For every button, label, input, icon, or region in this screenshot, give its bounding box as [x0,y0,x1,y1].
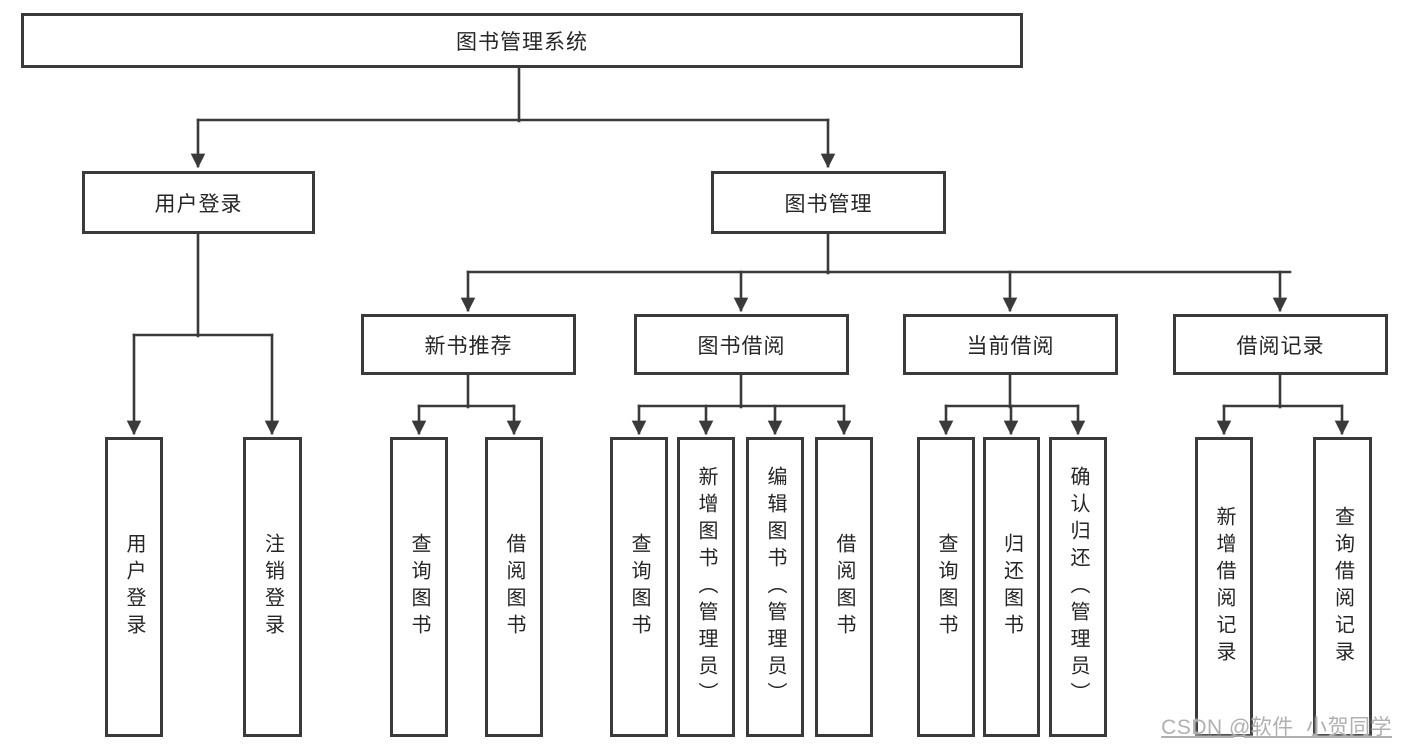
node-book-management: 图书管理 [711,171,946,234]
watermark: CSDN @软件_小贺同学 [1161,716,1392,739]
node-return-books: 归还图书 [983,437,1040,737]
node-query-books-c: 查询图书 [917,437,975,737]
node-logout-action: 注销登录 [243,437,302,737]
node-borrow-books-b: 借阅图书 [815,437,873,737]
node-add-books-admin: 新增图书（管理员） [677,437,735,737]
node-borrowing-records: 借阅记录 [1173,314,1388,375]
node-borrow-books-a: 借阅图书 [485,437,543,737]
node-new-book-recommendation: 新书推荐 [361,314,576,375]
connector-group [126,66,1350,436]
node-query-borrow-record: 查询借阅记录 [1313,437,1372,737]
node-user-login-action: 用户登录 [105,437,163,737]
node-user-login: 用户登录 [82,171,315,234]
node-book-borrowing: 图书借阅 [634,314,849,375]
node-current-borrowing: 当前借阅 [903,314,1118,375]
node-add-borrow-record: 新增借阅记录 [1195,437,1253,737]
node-query-books-b: 查询图书 [610,437,668,737]
node-edit-books-admin: 编辑图书（管理员） [746,437,804,737]
node-query-books-a: 查询图书 [390,437,448,737]
node-root: 图书管理系统 [21,13,1023,68]
node-confirm-return-admin: 确认归还（管理员） [1049,437,1107,737]
